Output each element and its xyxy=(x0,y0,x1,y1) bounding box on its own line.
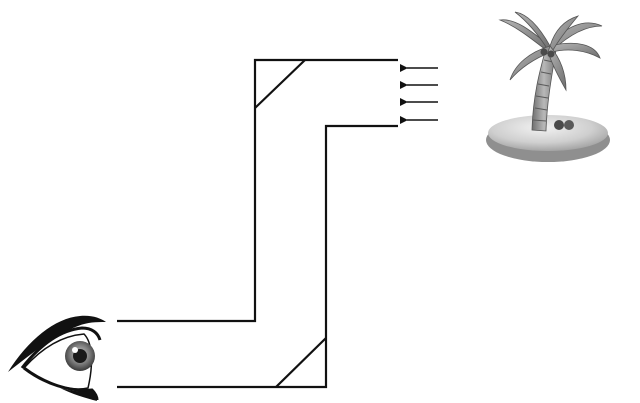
incoming-light-rays xyxy=(400,64,438,124)
palm-tree-island-icon xyxy=(486,11,610,162)
upper-mirror xyxy=(254,59,306,109)
periscope-inner-wall xyxy=(117,124,398,389)
eye-icon xyxy=(8,315,106,401)
periscope-outer-wall xyxy=(117,58,398,323)
lower-mirror xyxy=(275,337,327,388)
